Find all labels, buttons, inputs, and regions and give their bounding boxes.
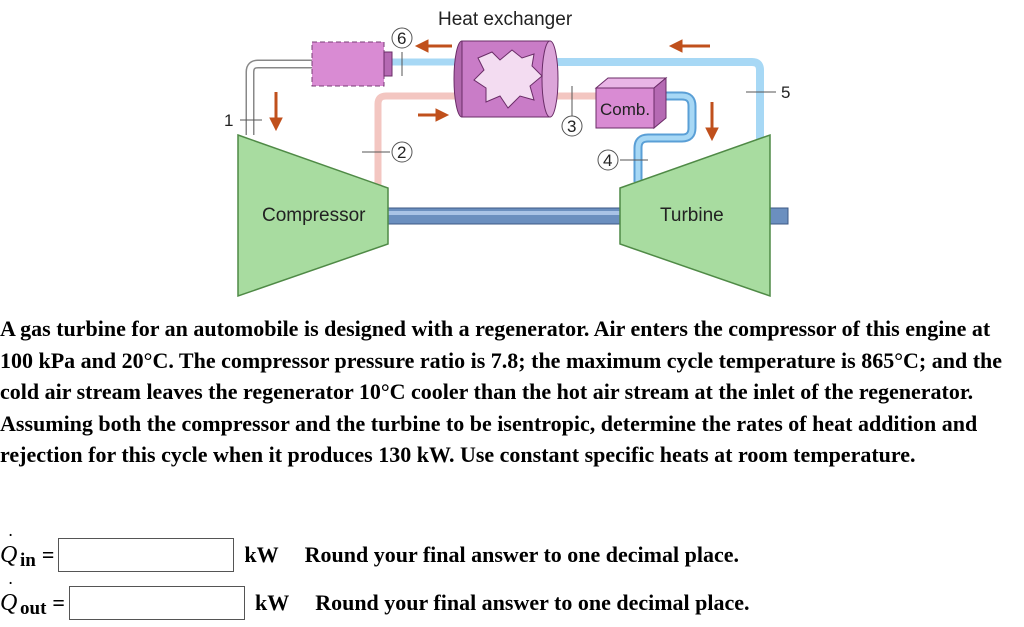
q-out-letter: Q xyxy=(0,589,18,616)
q-out-unit: kW xyxy=(254,590,290,615)
state-6-circle xyxy=(391,27,413,49)
arrow-warm-right-head xyxy=(435,108,450,122)
state-4-circle xyxy=(597,149,619,171)
q-in-dot: ˙ xyxy=(6,529,13,552)
q-in-symbol: ˙Q xyxy=(0,530,20,569)
compressor-label: Compressor xyxy=(262,205,366,226)
compressor xyxy=(237,133,389,298)
state-3-circle xyxy=(561,115,583,137)
arrow-turbine-down-head xyxy=(705,127,719,142)
turbine xyxy=(619,133,771,298)
turbine-label: Turbine xyxy=(660,205,724,226)
exchanger-core xyxy=(473,49,543,109)
state-3-label: 3 xyxy=(567,117,576,136)
exhaust-box-flange xyxy=(383,51,393,77)
shaft xyxy=(379,207,631,225)
state-markers xyxy=(240,27,776,171)
state-2-label: 2 xyxy=(397,143,406,162)
q-out-dot: ˙ xyxy=(6,577,13,600)
combustor-label: Comb. xyxy=(600,100,650,119)
q-in-equals: = xyxy=(41,542,55,567)
q-in-subscript: in xyxy=(20,550,36,571)
q-in-input[interactable] xyxy=(58,538,235,572)
q-in-letter: Q xyxy=(0,541,18,568)
q-out-input[interactable] xyxy=(68,586,245,620)
inlet-pipe xyxy=(247,61,320,135)
exchanger-right-cap xyxy=(541,40,559,118)
heat-exchanger-title: Heat exchanger xyxy=(438,9,573,30)
state-6-label: 6 xyxy=(397,29,406,48)
flow-arrows xyxy=(269,39,719,142)
arrow-exhaust-left-head xyxy=(414,39,429,53)
turbine-exhaust-pipe xyxy=(550,58,764,140)
q-out-row: ˙Q out = kW Round your final answer to o… xyxy=(0,578,750,622)
q-out-subscript: out xyxy=(20,598,47,619)
arrow-hot-left-head xyxy=(668,39,683,53)
inlet-pipe-outline xyxy=(245,59,320,135)
exhaust-box xyxy=(311,41,385,87)
state-5-label: 5 xyxy=(781,83,790,102)
combustor-to-turbine-pipe xyxy=(635,93,695,182)
problem-statement: A gas turbine for an automobile is desig… xyxy=(0,316,1003,467)
state-4-label: 4 xyxy=(603,151,612,170)
q-out-hint: Round your final answer to one decimal p… xyxy=(315,590,750,615)
q-out-equals: = xyxy=(52,590,65,615)
arrow-inlet-down-head xyxy=(269,117,283,132)
q-in-unit: kW xyxy=(244,542,279,567)
q-out-symbol: ˙Q xyxy=(0,578,20,617)
state-1-label: 1 xyxy=(224,111,233,130)
q-in-hint: Round your final answer to one decimal p… xyxy=(304,542,739,567)
shaft-highlight xyxy=(380,211,630,215)
q-in-row: ˙Q in = kW Round your final answer to on… xyxy=(0,530,739,574)
combustor-box xyxy=(595,87,655,129)
compressor-outlet-pipe xyxy=(374,92,460,188)
gas-turbine-diagram: Heat exchanger Comb. Compressor Turbine xyxy=(224,9,790,298)
state-2-circle xyxy=(391,141,413,163)
